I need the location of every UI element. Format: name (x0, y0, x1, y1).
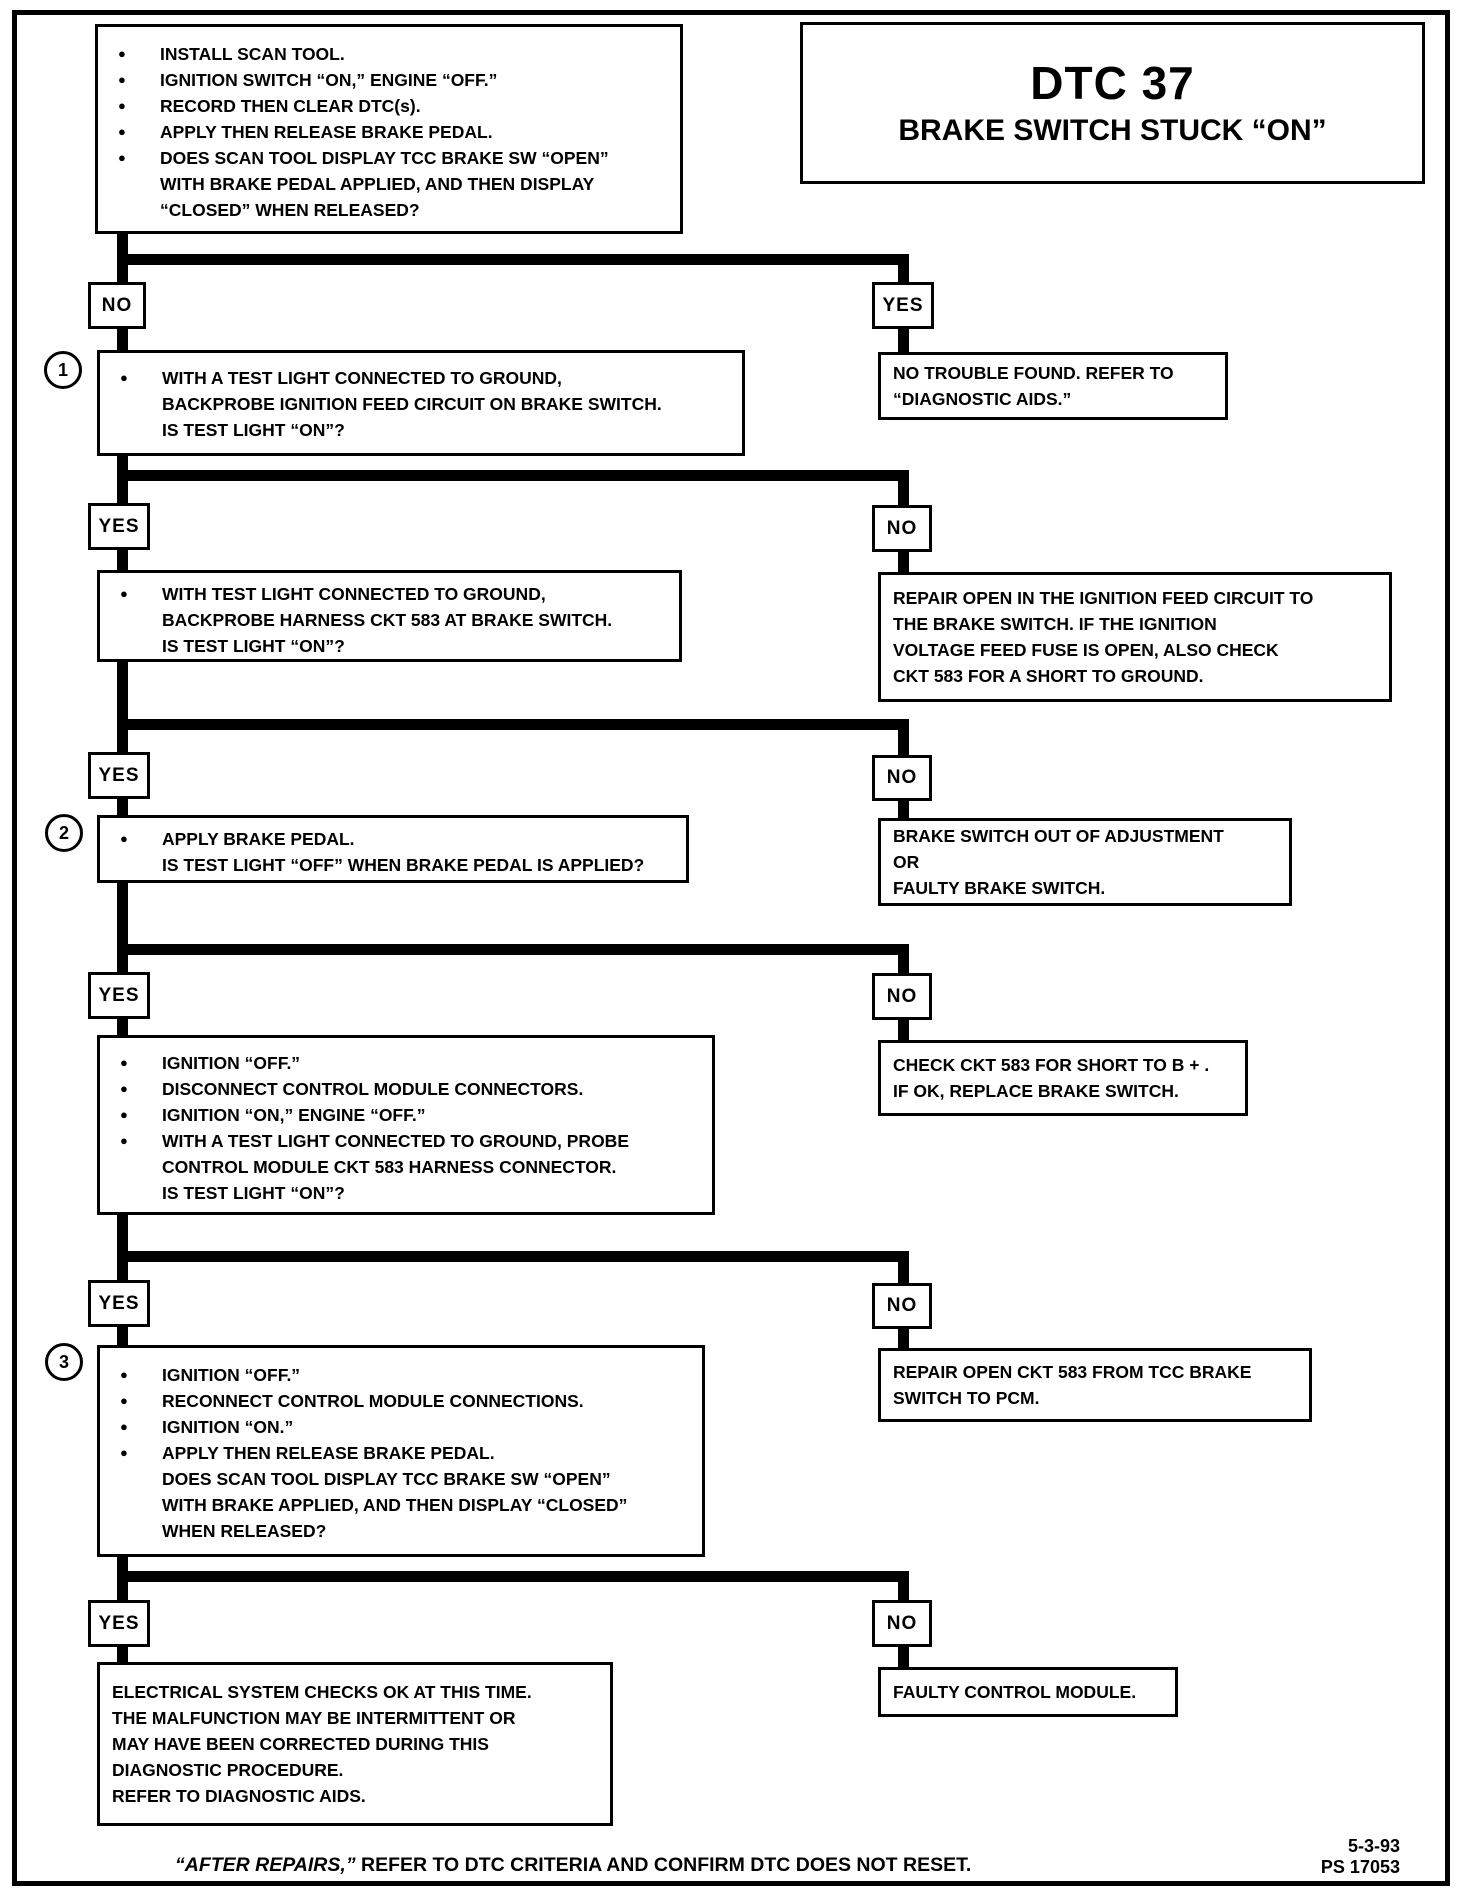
question-step: APPLY THEN RELEASE BRAKE PEDAL. DOES SCA… (118, 1440, 688, 1544)
decision-label: NO (101, 294, 133, 316)
start-step: IGNITION SWITCH “ON,” ENGINE “OFF.” (116, 67, 666, 93)
footer-note-italic: “AFTER REPAIRS,” (175, 1854, 356, 1876)
result-box-1: NO TROUBLE FOUND. REFER TO “DIAGNOSTIC A… (878, 352, 1228, 420)
decision-no-6: NO (872, 1600, 932, 1647)
connector-result-line-6 (898, 1645, 909, 1669)
connector-result-line-3 (898, 799, 909, 820)
connector-drop-line-2 (898, 470, 909, 508)
final-yes-box: ELECTRICAL SYSTEM CHECKS OK AT THIS TIME… (97, 1662, 613, 1826)
decision-label: NO (886, 767, 918, 788)
connector-drop-line-4 (898, 944, 909, 976)
question-step: IGNITION “ON.” (118, 1414, 688, 1440)
question-text: WITH TEST LIGHT CONNECTED TO GROUND, BAC… (118, 581, 665, 659)
decision-yes-4: YES (88, 972, 150, 1019)
question-box-4: IGNITION “OFF.” DISCONNECT CONTROL MODUL… (97, 1035, 715, 1215)
decision-no-3: NO (872, 755, 932, 801)
question-box-3: APPLY BRAKE PEDAL. IS TEST LIGHT “OFF” W… (97, 815, 689, 883)
connector-drop-line-5 (898, 1251, 909, 1286)
decision-label: NO (886, 1295, 918, 1316)
start-step: DOES SCAN TOOL DISPLAY TCC BRAKE SW “OPE… (116, 145, 666, 223)
decision-yes-6: YES (88, 1600, 150, 1647)
result-text: NO TROUBLE FOUND. REFER TO “DIAGNOSTIC A… (893, 363, 1174, 409)
result-text: CHECK CKT 583 FOR SHORT TO B + . IF OK, … (893, 1055, 1210, 1101)
decision-label: YES (98, 515, 140, 537)
decision-label: YES (882, 294, 924, 316)
result-text: REPAIR OPEN IN THE IGNITION FEED CIRCUIT… (893, 588, 1314, 686)
connector-result-line-1 (898, 327, 909, 354)
result-box-4: CHECK CKT 583 FOR SHORT TO B + . IF OK, … (878, 1040, 1248, 1116)
step-marker-label: 2 (58, 822, 69, 843)
footer-note: “AFTER REPAIRS,” REFER TO DTC CRITERIA A… (175, 1854, 971, 1877)
connector-drop-line-1 (898, 254, 909, 286)
decision-label: YES (98, 1612, 140, 1634)
connector-branch-line-5 (117, 1251, 909, 1262)
document-number: PS 17053 (1320, 1857, 1400, 1877)
connector-branch-line-2 (117, 470, 909, 481)
connector-result-line-5 (898, 1327, 909, 1350)
decision-no-1: NO (88, 282, 146, 329)
dtc-name: BRAKE SWITCH STUCK “ON” (898, 114, 1327, 147)
decision-label: NO (886, 1612, 918, 1634)
decision-no-5: NO (872, 1283, 932, 1329)
decision-label: NO (886, 985, 918, 1007)
question-text: APPLY BRAKE PEDAL. IS TEST LIGHT “OFF” W… (118, 826, 672, 878)
step-marker-label: 1 (57, 359, 68, 380)
question-step: DISCONNECT CONTROL MODULE CONNECTORS. (118, 1076, 698, 1102)
decision-no-2: NO (872, 505, 932, 552)
decision-label: NO (886, 517, 918, 539)
step-marker-label: 3 (58, 1351, 69, 1372)
step-marker-3: 3 (45, 1343, 83, 1381)
start-step: APPLY THEN RELEASE BRAKE PEDAL. (116, 119, 666, 145)
connector-drop-line-6 (898, 1571, 909, 1603)
result-box-5: REPAIR OPEN CKT 583 FROM TCC BRAKE SWITC… (878, 1348, 1312, 1422)
start-box: INSTALL SCAN TOOL. IGNITION SWITCH “ON,”… (95, 24, 683, 234)
connector-drop-line-3 (898, 719, 909, 758)
connector-result-line-4 (898, 1018, 909, 1042)
footer-note-rest: REFER TO DTC CRITERIA AND CONFIRM DTC DO… (355, 1854, 972, 1876)
question-step: IGNITION “OFF.” (118, 1050, 698, 1076)
connector-branch-line-1 (117, 254, 909, 265)
result-box-2: REPAIR OPEN IN THE IGNITION FEED CIRCUIT… (878, 572, 1392, 702)
question-box-1: WITH A TEST LIGHT CONNECTED TO GROUND, B… (97, 350, 745, 456)
decision-yes-5: YES (88, 1280, 150, 1327)
decision-label: YES (98, 984, 140, 1006)
decision-label: YES (98, 764, 140, 786)
title-box: DTC 37 BRAKE SWITCH STUCK “ON” (800, 22, 1425, 184)
connector-branch-line-4 (117, 944, 909, 955)
connector-result-line-2 (898, 550, 909, 574)
question-step: IGNITION “ON,” ENGINE “OFF.” (118, 1102, 698, 1128)
decision-yes-1: YES (872, 282, 934, 329)
decision-label: YES (98, 1292, 140, 1314)
result-text: BRAKE SWITCH OUT OF ADJUSTMENT OR FAULTY… (893, 826, 1224, 898)
question-step: WITH A TEST LIGHT CONNECTED TO GROUND, P… (118, 1128, 698, 1206)
question-box-5: IGNITION “OFF.” RECONNECT CONTROL MODULE… (97, 1345, 705, 1557)
step-marker-2: 2 (45, 814, 83, 852)
decision-yes-3: YES (88, 752, 150, 799)
result-text: REPAIR OPEN CKT 583 FROM TCC BRAKE SWITC… (893, 1362, 1252, 1408)
result-box-3: BRAKE SWITCH OUT OF ADJUSTMENT OR FAULTY… (878, 818, 1292, 906)
final-yes-text: ELECTRICAL SYSTEM CHECKS OK AT THIS TIME… (112, 1682, 532, 1806)
connector-branch-line-6 (117, 1571, 909, 1582)
step-marker-1: 1 (44, 351, 82, 389)
start-step: INSTALL SCAN TOOL. (116, 41, 666, 67)
dtc-code: DTC 37 (1030, 57, 1195, 109)
question-text: WITH A TEST LIGHT CONNECTED TO GROUND, B… (118, 365, 728, 443)
revision-block: 5-3-93 PS 17053 (1240, 1836, 1400, 1878)
page-border (12, 10, 1450, 1886)
result-box-6: FAULTY CONTROL MODULE. (878, 1667, 1178, 1717)
question-box-2: WITH TEST LIGHT CONNECTED TO GROUND, BAC… (97, 570, 682, 662)
start-step: RECORD THEN CLEAR DTC(s). (116, 93, 666, 119)
question-step: RECONNECT CONTROL MODULE CONNECTIONS. (118, 1388, 688, 1414)
decision-no-4: NO (872, 973, 932, 1020)
connector-branch-line-3 (117, 719, 909, 730)
result-text: FAULTY CONTROL MODULE. (893, 1682, 1137, 1702)
question-step: IGNITION “OFF.” (118, 1362, 688, 1388)
revision-date: 5-3-93 (1347, 1836, 1400, 1856)
decision-yes-2: YES (88, 503, 150, 550)
